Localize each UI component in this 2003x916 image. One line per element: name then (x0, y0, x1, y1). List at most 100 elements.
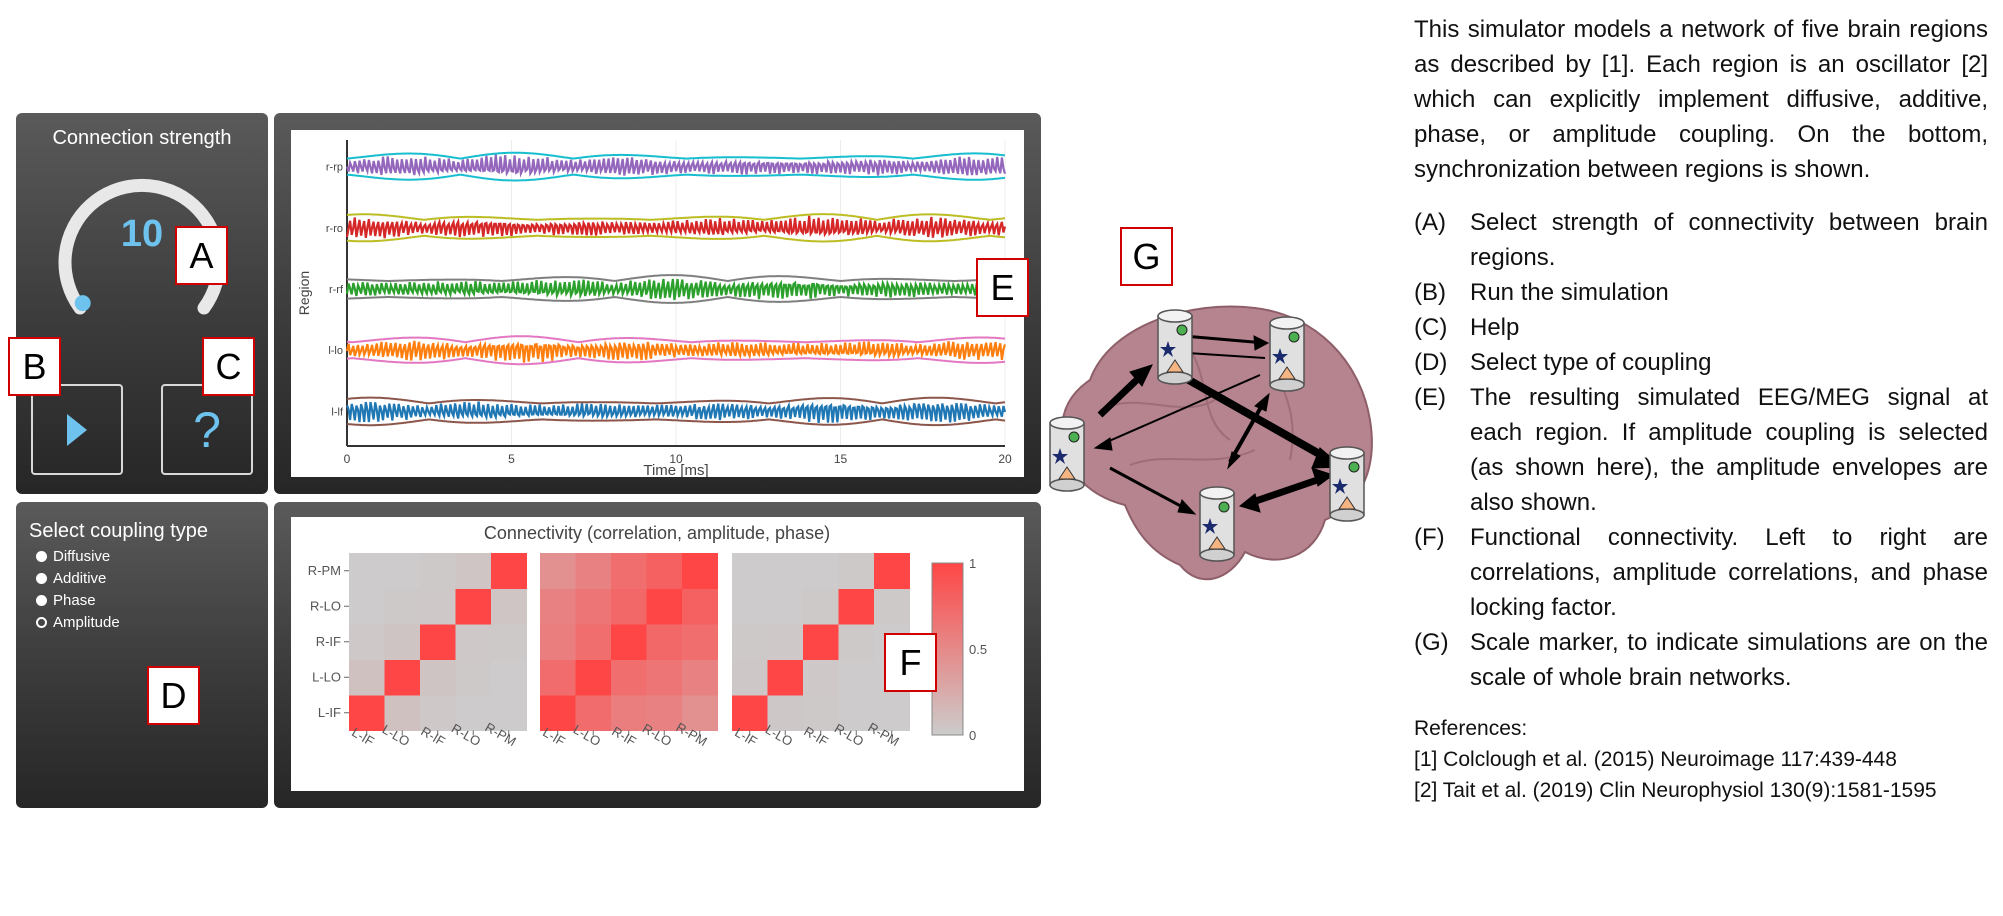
y-tick-label: L-IF (318, 705, 341, 720)
heatmap-cell (767, 695, 804, 731)
help-button[interactable]: ? (161, 384, 253, 475)
x-tick-label: 5 (508, 452, 515, 466)
connection-title: Connection strength (52, 127, 232, 149)
radio-additive[interactable]: Additive (36, 570, 106, 587)
heatmap-cell (349, 659, 385, 696)
heatmap-cell (682, 695, 718, 731)
heatmap-cell (732, 588, 768, 625)
references-title: References: (1414, 717, 1528, 740)
heatmap-cell (575, 624, 612, 660)
heatmap-cell (646, 553, 683, 589)
radio-phase[interactable]: Phase (36, 592, 96, 609)
radio-label: Additive (53, 570, 107, 587)
heatmap-cell (646, 588, 683, 625)
signal-trace (345, 401, 1007, 424)
heatmap-cell (767, 624, 804, 660)
heatmap-cell (420, 659, 456, 696)
y-tick-label: L-LO (312, 669, 341, 684)
connectivity-chart: Connectivity (correlation, amplitude, ph… (308, 523, 987, 749)
connection-panel: Connection strength 10 ? (16, 113, 268, 494)
marker-c: C (202, 337, 255, 396)
heatmap-cell (838, 695, 875, 731)
y-tick-label: R-IF (316, 634, 341, 649)
x-tick-label: 20 (998, 452, 1012, 466)
run-button[interactable] (31, 384, 123, 475)
heatmap-cell (767, 588, 804, 625)
heatmap-cell (420, 553, 456, 589)
heatmap-cell (349, 588, 385, 625)
heatmap-cell (540, 553, 576, 589)
heatmap-cell (732, 624, 768, 660)
heatmap-cell (384, 553, 421, 589)
heatmap-cell (491, 588, 527, 625)
series-label: r-rf (329, 284, 344, 296)
heatmap-cell (732, 553, 768, 589)
y-axis-label: Region (296, 271, 312, 315)
colorbar-tick-label: 0.5 (969, 642, 987, 657)
list-item: (E)The resulting simulated EEG/MEG signa… (1414, 384, 1988, 516)
region-node-icon (1049, 416, 1085, 492)
envelope-trace (346, 173, 1006, 182)
play-icon (67, 413, 87, 446)
marker-a: A (175, 226, 228, 285)
heatmap-cell (682, 659, 718, 696)
series-label: r-ro (326, 223, 343, 235)
radio-amplitude[interactable]: Amplitude (36, 614, 120, 631)
heatmap-cell (682, 588, 718, 625)
description: This simulator models a network of five … (1414, 12, 1988, 806)
heatmap-title: Connectivity (correlation, amplitude, ph… (484, 523, 830, 543)
legend-list: (A)Select strength of connectivity betwe… (1414, 205, 1988, 695)
signal-trace (345, 339, 1007, 363)
heatmap-cell (540, 659, 576, 696)
x-tick-label: 15 (834, 452, 848, 466)
region-node-icon (1269, 316, 1305, 392)
radio-diffusive[interactable]: Diffusive (36, 548, 110, 565)
list-item: (G)Scale marker, to indicate simulations… (1414, 629, 1988, 691)
heatmap-cell (491, 553, 527, 589)
heatmap-cell (575, 553, 612, 589)
list-item: (D)Select type of coupling (1414, 349, 1712, 376)
heatmap-cell (384, 588, 421, 625)
x-tick-label: 0 (344, 452, 351, 466)
radio-dot-icon (36, 551, 47, 562)
radio-dot-icon (36, 617, 47, 628)
heatmap-cell (420, 588, 456, 625)
help-icon: ? (193, 401, 221, 458)
references: References: [1] Colclough et al. (2015) … (1414, 713, 1988, 806)
signal-trace (345, 278, 1007, 301)
y-tick-label: R-PM (308, 563, 341, 578)
brain-fold (1099, 349, 1294, 466)
heatmap-cell (349, 695, 385, 731)
brain-network-illustration (1049, 305, 1373, 581)
heatmap-cell (384, 659, 421, 696)
envelope-trace (346, 335, 1006, 344)
heatmap-cell (575, 695, 612, 731)
list-item: (B)Run the simulation (1414, 279, 1669, 306)
heatmap-cell (540, 624, 576, 660)
series-label: r-rp (326, 162, 343, 174)
list-item: (C)Help (1414, 314, 1520, 341)
heatmap-cell (767, 659, 804, 696)
region-node-icon (1329, 446, 1365, 522)
x-axis-label: Time [ms] (643, 462, 708, 477)
heatmap-cell (611, 588, 647, 625)
heatmap-cell (575, 588, 612, 625)
heatmap-cell (455, 659, 492, 696)
signal-trace (345, 154, 1007, 178)
heatmap-cell (874, 695, 910, 731)
reference-item: [2] Tait et al. (2019) Clin Neurophysiol… (1414, 779, 1937, 802)
x-tick-label: 10 (669, 452, 683, 466)
reference-item: [1] Colclough et al. (2015) Neuroimage 1… (1414, 748, 1897, 771)
dial-handle[interactable] (74, 295, 91, 312)
connection-value: 10 (120, 213, 164, 255)
heatmap-cell (732, 659, 768, 696)
coupling-panel: Select coupling type Diffusive Additive … (16, 502, 268, 808)
coupling-title: Select coupling type (29, 520, 209, 542)
heatmap-cell (803, 553, 839, 589)
envelope-trace (346, 396, 1006, 405)
heatmap-cell (874, 588, 910, 625)
heatmap-cell (420, 624, 456, 660)
heatmap-cell (384, 695, 421, 731)
radio-label: Amplitude (53, 614, 120, 631)
